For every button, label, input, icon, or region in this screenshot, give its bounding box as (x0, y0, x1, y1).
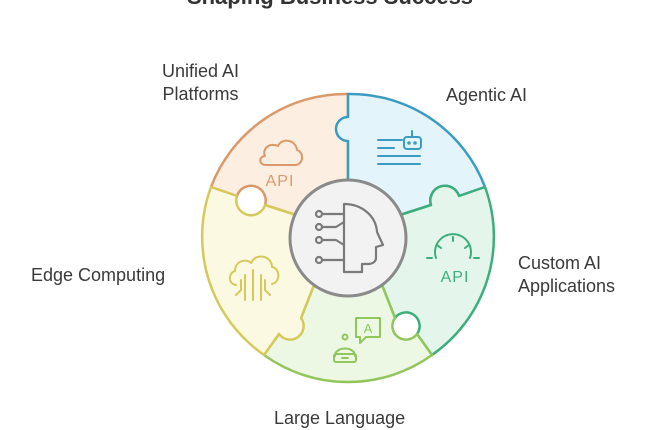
ai-head-icon (314, 202, 385, 274)
label-custom-line-1: Custom AI (518, 253, 602, 273)
label-agentic-ai: Agentic AI (446, 84, 527, 107)
segment-custom-ai-applications (380, 184, 496, 357)
robot-chat-icon: A (333, 317, 381, 363)
custom-api-text: API (441, 269, 470, 286)
label-custom-ai-applications: Custom AI Applications (518, 252, 615, 298)
label-unified-ai-platforms: Unified AI Platforms (162, 60, 239, 106)
llm-chat-text: A (364, 321, 373, 336)
label-custom-line-2: Applications (518, 276, 616, 296)
cloud-api-icon: API (259, 139, 303, 190)
label-edge-computing: Edge Computing (31, 264, 165, 287)
segment-edge-computing (200, 185, 316, 357)
label-edge-line-1: Edge Computing (31, 265, 166, 285)
robot-text-icon (377, 130, 422, 165)
label-agentic-line-1: Agentic AI (446, 85, 528, 105)
gear-api-icon: API (426, 233, 480, 286)
cloud-circuit-icon (228, 255, 280, 301)
label-unified-line-1: Unified AI (162, 61, 240, 81)
label-llm-line-1: Large Language (274, 408, 406, 428)
unified-api-text: API (266, 173, 295, 190)
center-circle (288, 178, 408, 298)
diagram-title: Shaping Business Success (0, 0, 660, 10)
label-large-language: Large Language (274, 407, 405, 430)
label-unified-line-2: Platforms (162, 84, 239, 104)
